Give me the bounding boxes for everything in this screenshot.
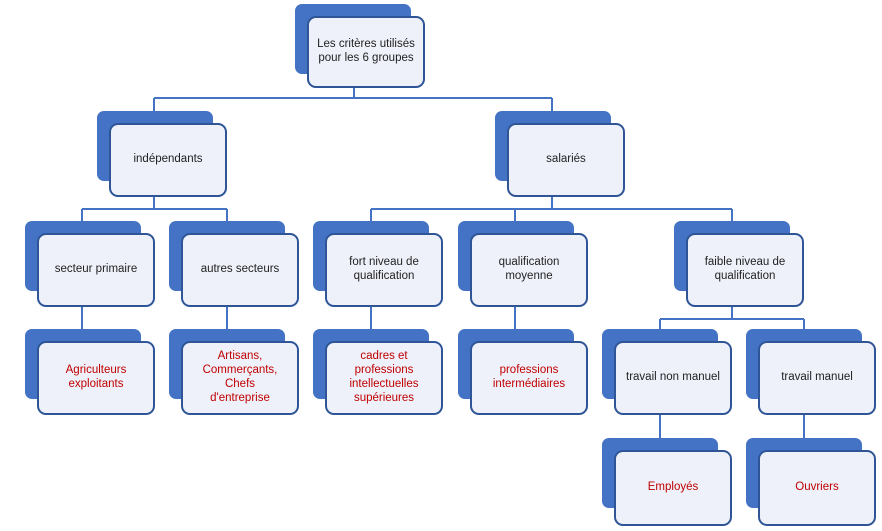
node-travail-non-manuel: travail non manuel	[602, 329, 734, 417]
node-label: indépendants	[109, 123, 227, 197]
connector-faible-niveau	[659, 306, 805, 330]
node-label: secteur primaire	[37, 233, 155, 307]
node-label: Employés	[614, 450, 732, 526]
node-employes: Employés	[602, 438, 734, 528]
node-autres-secteurs: autres secteurs	[169, 221, 301, 309]
node-secteur-primaire: secteur primaire	[25, 221, 157, 309]
node-label: travail manuel	[758, 341, 876, 415]
node-independants: indépendants	[97, 111, 229, 199]
node-travail-manuel: travail manuel	[746, 329, 878, 417]
node-salaries: salariés	[495, 111, 627, 199]
connector-independants	[81, 196, 228, 222]
connector-salaries	[370, 196, 733, 222]
node-label: salariés	[507, 123, 625, 197]
node-ouvriers: Ouvriers	[746, 438, 878, 528]
node-label: Ouvriers	[758, 450, 876, 526]
node-label: autres secteurs	[181, 233, 299, 307]
node-label: travail non manuel	[614, 341, 732, 415]
